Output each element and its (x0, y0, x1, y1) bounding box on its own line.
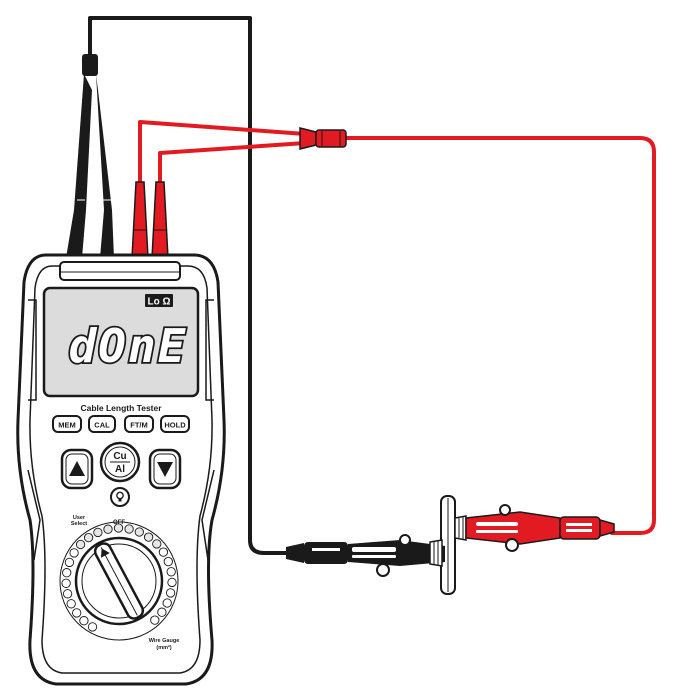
rotary-switch[interactable] (74, 536, 164, 626)
red-probe-plug-2 (151, 181, 169, 259)
dial-position-marker (163, 556, 173, 567)
user-select-label-line2: Select (71, 521, 87, 527)
left-grip (27, 299, 41, 561)
hold-button-label: HOLD (164, 421, 186, 430)
dial-position-marker (83, 532, 94, 543)
lcd-screen (42, 286, 200, 398)
dial-position-marker (66, 599, 76, 609)
dial-position-marker (143, 532, 154, 542)
dial-position-marker (62, 568, 72, 578)
cable-under-test (440, 495, 456, 595)
material-al-label: Al (115, 464, 125, 475)
dial-position-marker (61, 578, 71, 588)
material-cu-label: Cu (113, 451, 126, 462)
user-select-label-line1: User (73, 515, 86, 521)
up-button[interactable] (60, 448, 94, 490)
right-grip (201, 299, 215, 561)
wire-gauge-label-line2: (mm²) (156, 644, 171, 651)
mem-button[interactable]: MEM (52, 415, 82, 433)
dial-position-marker (167, 577, 177, 588)
black-test-lead (88, 16, 292, 555)
red-lead-splitter (299, 127, 347, 150)
mode-badge: Lo Ω (147, 297, 170, 308)
dial-position-marker (93, 527, 103, 538)
material-select-button[interactable]: Cu Al (99, 441, 141, 483)
dial-position-marker (158, 547, 169, 557)
lcd-reading: dOnE (69, 319, 188, 373)
cal-button[interactable]: CAL (88, 415, 116, 433)
meter-label: Cable Length Tester (80, 403, 162, 413)
dial-position-marker (157, 607, 167, 617)
down-button[interactable] (148, 448, 182, 490)
red-alligator-clip (454, 504, 615, 552)
dial-position-marker (69, 548, 79, 558)
dial-position-marker (79, 616, 89, 626)
off-label: OFF (113, 520, 125, 526)
dial-position-marker (134, 527, 144, 537)
wire-gauge-label-line1: Wire Gauge (149, 638, 180, 644)
red-test-lead (138, 120, 656, 535)
dial-position-marker (103, 524, 113, 534)
dial-position-marker (162, 598, 172, 608)
triangle-up-icon (69, 461, 85, 476)
dial-position-marker (166, 567, 176, 577)
mem-button-label: MEM (58, 421, 76, 430)
black-alligator-clip (286, 534, 445, 577)
dial-position-marker (72, 608, 82, 618)
dial-position-marker (87, 622, 98, 632)
ftm-button-label: FT/M (130, 421, 148, 430)
dial-position-marker (64, 557, 75, 568)
dial-position-marker (124, 524, 134, 534)
dial-position-marker (75, 539, 86, 550)
black-probe-plug (66, 54, 114, 258)
dial-position-marker (152, 539, 162, 549)
hold-button[interactable]: HOLD (160, 415, 190, 433)
bulb-icon (116, 491, 124, 502)
range-dial-ring (59, 521, 179, 641)
cable-length-tester-meter: Lo Ω dOnE Cable Length Tester MEM CAL FT… (16, 253, 226, 686)
dial-position-marker (165, 588, 176, 598)
dial-position-marker (62, 589, 73, 599)
dial-position-marker (150, 615, 160, 625)
dial-outer-ring (59, 521, 179, 641)
red-probe-plug-1 (131, 181, 149, 259)
backlight-button[interactable] (110, 487, 130, 507)
triangle-down-icon (157, 462, 173, 477)
ftm-button[interactable]: FT/M (124, 415, 154, 433)
cal-button-label: CAL (94, 421, 110, 430)
dial-position-marker (113, 523, 124, 533)
